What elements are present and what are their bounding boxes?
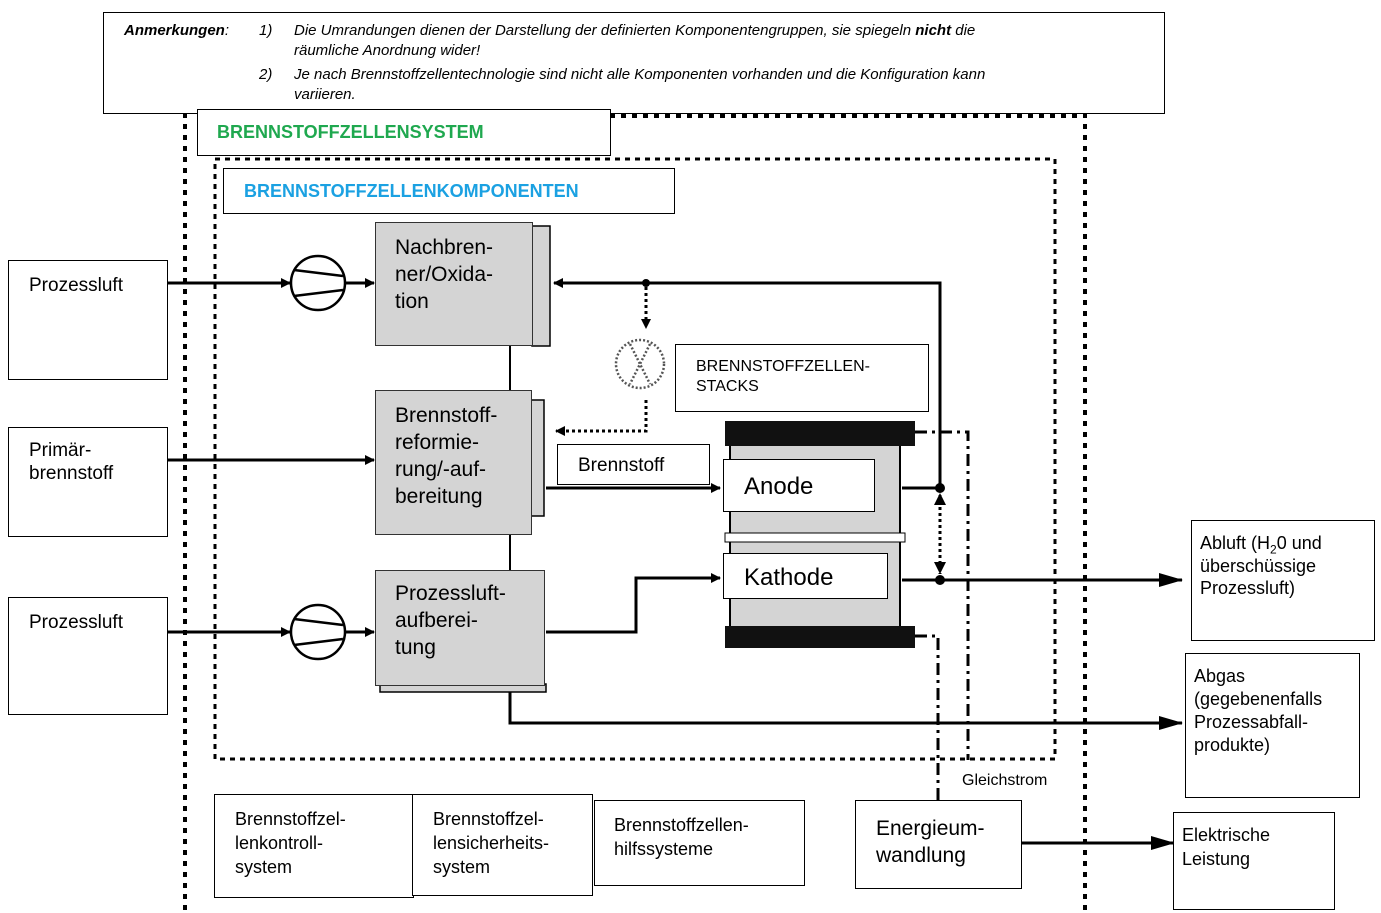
exhaust-gas-line: Abgas xyxy=(1194,666,1246,686)
fuel-flow-label: Brennstoff xyxy=(578,455,665,476)
air-to-cathode-line xyxy=(546,573,721,634)
components-title: BRENNSTOFFZELLENKOMPONENTEN xyxy=(244,181,579,201)
block-label-line: tion xyxy=(395,290,429,313)
input-label-line-1: Primär- xyxy=(29,440,92,461)
system-title-box: BRENNSTOFFZELLENSYSTEM xyxy=(197,109,611,156)
burner-edge xyxy=(531,225,551,347)
energy-label-line: wandlung xyxy=(876,844,966,867)
stacks-label-line-2: STACKS xyxy=(696,378,759,395)
notes-box: Anmerkungen: 1) Die Umrandungen dienen d… xyxy=(103,12,1165,114)
input-primary-fuel: Primär- brennstoff xyxy=(8,427,168,537)
energy-conversion-box: Energieum- wandlung xyxy=(855,800,1022,889)
link-arrow-down xyxy=(934,562,946,574)
anode-label: Anode xyxy=(744,473,814,500)
subsystem-label-line: Brennstoffzel- xyxy=(433,809,544,829)
subsystem-label-line: system xyxy=(235,857,293,877)
subsystem-label-line: hilfssysteme xyxy=(614,839,714,859)
note-1-number: 1) xyxy=(259,22,273,39)
process-air-prep-block: Prozessluft- aufberei- tung xyxy=(375,570,545,686)
output-electric-power: Elektrische Leistung xyxy=(1173,812,1335,910)
auxiliary-systems-box: Brennstoffzellen- hilfssysteme xyxy=(594,800,805,886)
block-label-line: Prozessluft- xyxy=(395,582,506,605)
note-2-line-1: Je nach Brennstoffzellentechnologie sind… xyxy=(294,66,986,83)
subsystem-label-line: lenkontroll- xyxy=(235,833,324,853)
input-label: Prozessluft xyxy=(29,275,123,296)
output-exhaust-gas: Abgas (gegebenenfalls Prozessabfall- pro… xyxy=(1185,653,1360,798)
notes-heading: Anmerkungen xyxy=(124,22,225,39)
exhaust-gas-line xyxy=(508,688,1183,730)
anode-box: Anode xyxy=(723,459,875,512)
compressor-icon xyxy=(289,603,347,661)
exhaust-air-line-1: Abluft (H20 und xyxy=(1200,533,1322,557)
subsystem-label-line: Brennstoffzel- xyxy=(235,809,346,829)
exhaust-gas-line: (gegebenenfalls xyxy=(1194,689,1323,709)
stacks-label-line-1: BRENNSTOFFZELLEN- xyxy=(696,358,870,375)
control-system-box: Brennstoffzel- lenkontroll- system xyxy=(214,794,414,898)
input-label: Prozessluft xyxy=(29,612,123,633)
power-label-line: Leistung xyxy=(1182,849,1251,869)
system-title: BRENNSTOFFZELLENSYSTEM xyxy=(217,122,484,142)
energy-label-line: Energieum- xyxy=(876,817,985,840)
dc-label: Gleichstrom xyxy=(962,772,1048,789)
link-arrow-up xyxy=(934,493,946,505)
block-label-line: ner/Oxida- xyxy=(395,263,494,286)
fuel-flow-label-box: Brennstoff xyxy=(557,444,710,485)
dc-line-minus xyxy=(915,634,940,805)
cathode-label: Kathode xyxy=(744,564,834,591)
system-boundary xyxy=(183,113,1087,913)
input-label-line-2: brennstoff xyxy=(29,463,114,484)
junction-dot xyxy=(642,279,650,287)
safety-system-box: Brennstoffzel- lensicherheits- system xyxy=(412,794,593,896)
cathode-box: Kathode xyxy=(723,553,888,599)
note-2-line-2: variieren. xyxy=(294,86,356,103)
fuel-reformer-block: Brennstoff- reformie- rung/-auf- bereitu… xyxy=(375,390,532,535)
stacks-label-box: BRENNSTOFFZELLEN- STACKS xyxy=(675,344,929,412)
reformer-edge xyxy=(529,399,545,517)
note-1-line-2: räumliche Anordnung wider! xyxy=(294,42,481,59)
note-2-number: 2) xyxy=(259,66,273,83)
junction-dot xyxy=(935,483,945,493)
junction-dot xyxy=(935,575,945,585)
block-label-line: Nachbren- xyxy=(395,236,494,259)
exhaust-air-line-3: Prozessluft) xyxy=(1200,578,1296,598)
optional-recirc-to-reformer xyxy=(555,400,648,436)
dc-line-plus xyxy=(915,430,970,760)
block-label-line: reformie- xyxy=(395,431,480,454)
subsystem-label-line: lensicherheits- xyxy=(433,833,550,853)
burner-oxidation-block: Nachbren- ner/Oxida- tion xyxy=(375,222,533,346)
block-label-line: aufberei- xyxy=(395,609,478,632)
exhaust-gas-line: Prozessabfall- xyxy=(1194,712,1309,732)
block-label-line: Brennstoff- xyxy=(395,404,498,427)
input-process-air-2: Prozessluft xyxy=(8,597,168,715)
subsystem-label-line: Brennstoffzellen- xyxy=(614,815,749,835)
anode-recycle-line xyxy=(553,278,942,490)
output-exhaust-air: Abluft (H20 und überschüssige Prozessluf… xyxy=(1191,520,1375,641)
compressor-icon xyxy=(289,254,347,312)
block-label-line: rung/-auf- xyxy=(395,458,487,481)
power-label-line: Elektrische xyxy=(1182,825,1271,845)
exhaust-gas-line: produkte) xyxy=(1194,735,1271,755)
fuel-cell-stack xyxy=(724,421,915,648)
exhaust-air-line-2: überschüssige xyxy=(1200,556,1317,576)
optional-blower-icon xyxy=(614,338,666,390)
block-label-line: tung xyxy=(395,636,436,659)
subsystem-label-line: system xyxy=(433,857,491,877)
input-process-air-1: Prozessluft xyxy=(8,260,168,380)
notes-colon: : xyxy=(224,22,230,39)
note-1-line-1: Die Umrandungen dienen der Darstellung d… xyxy=(294,22,976,39)
block-label-line: bereitung xyxy=(395,485,483,508)
components-title-box: BRENNSTOFFZELLENKOMPONENTEN xyxy=(223,168,675,214)
